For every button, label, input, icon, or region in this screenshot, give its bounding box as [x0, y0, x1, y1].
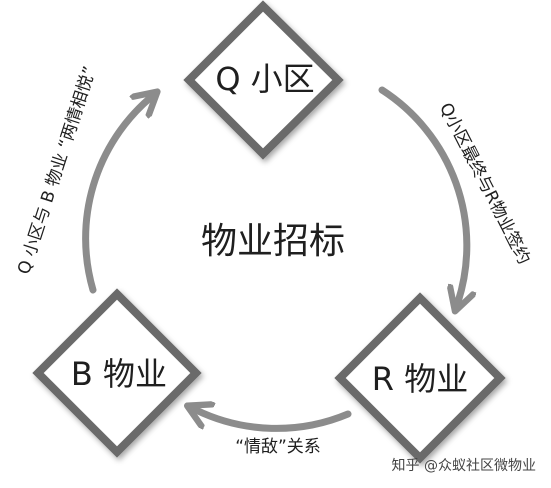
center-label: 物业招标	[201, 221, 345, 262]
edge-label-q-to-r: Q小区最终与R物业签约	[435, 100, 534, 268]
node-q-label: Q 小区	[215, 60, 314, 98]
arrow-q-to-r	[378, 86, 467, 302]
node-b-label: B 物业	[71, 355, 167, 393]
arrow-b-to-q	[82, 98, 150, 294]
node-b	[32, 288, 202, 458]
edge-label-r-to-b: “情敌”关系	[235, 437, 321, 457]
node-r	[334, 292, 506, 464]
arrow-r-to-b	[196, 410, 352, 432]
node-q	[183, 0, 344, 160]
watermark-text: 知乎 @众蚁社区微物业	[392, 457, 536, 474]
node-r-label: R 物业	[372, 360, 468, 398]
